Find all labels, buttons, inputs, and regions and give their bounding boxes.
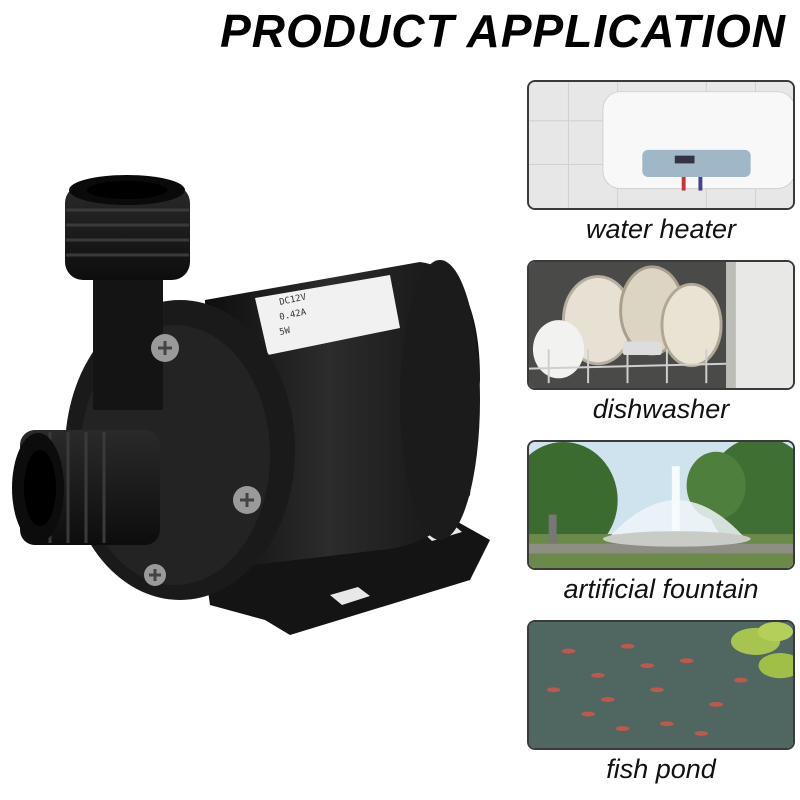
water-heater-label: water heater (585, 214, 737, 244)
fountain-label: artificial fountain (563, 574, 759, 604)
pump-product-image: DC12V 0.42A 5W (0, 150, 520, 650)
dishwasher-label: dishwasher (592, 394, 730, 424)
dishwasher-image (527, 260, 795, 390)
fountain-image (527, 440, 795, 570)
fish-pond-label: fish pond (606, 754, 716, 784)
page-title: PRODUCT APPLICATION (220, 5, 786, 57)
svg-text:5W: 5W (279, 326, 292, 338)
fish-pond-image (527, 620, 795, 750)
water-heater-image (527, 80, 795, 210)
